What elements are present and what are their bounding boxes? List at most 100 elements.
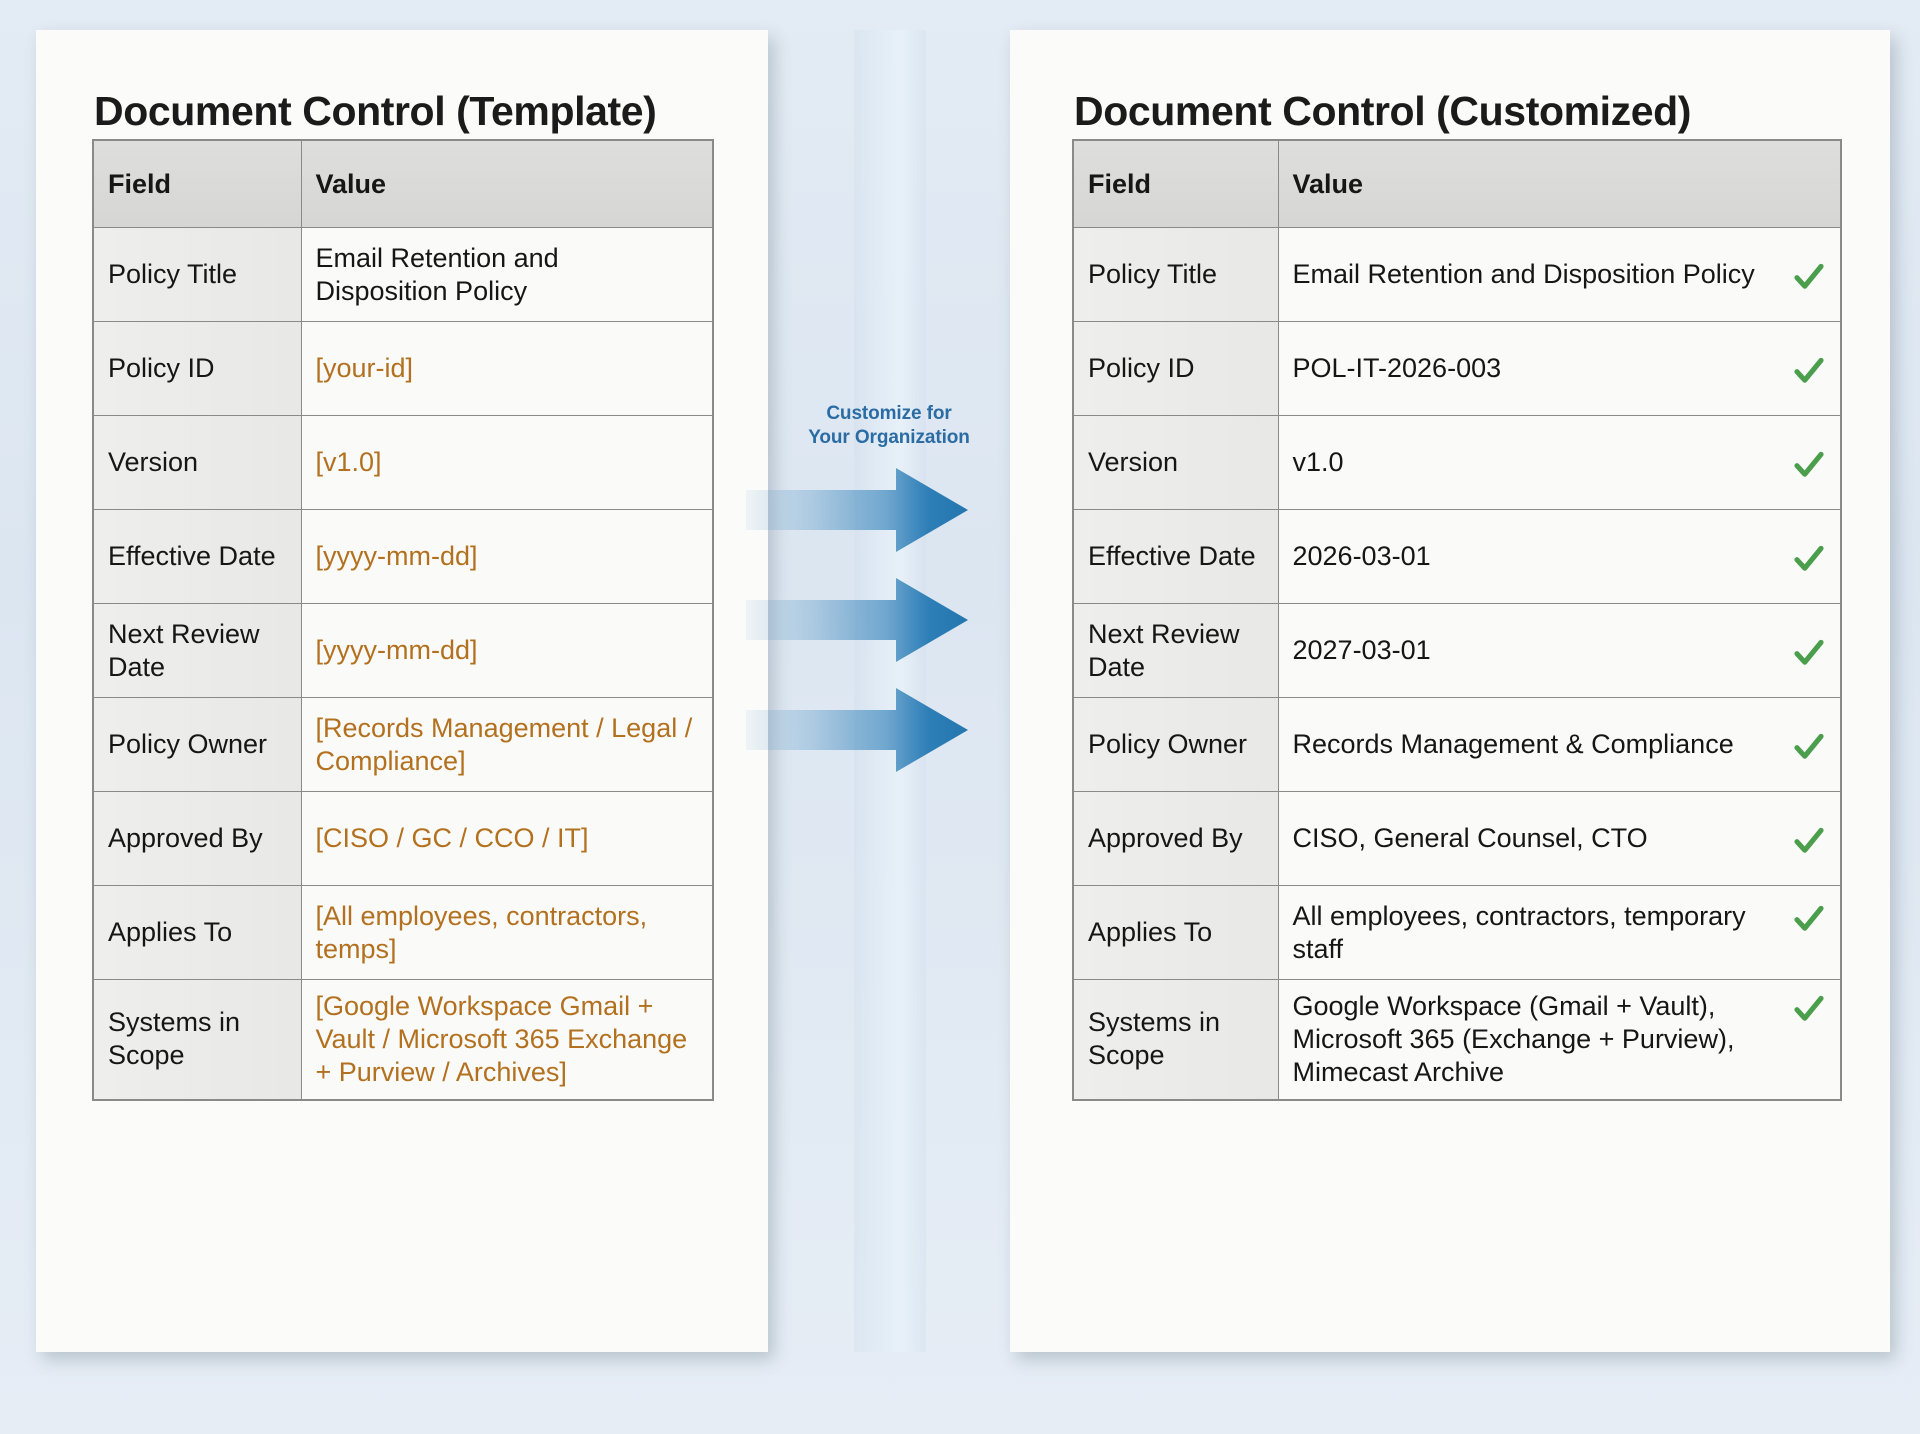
column-header-field: Field (92, 139, 302, 228)
field-cell: Policy ID (1072, 321, 1279, 416)
customized-card-title: Document Control (Customized) (1074, 88, 1692, 134)
check-icon (1792, 542, 1826, 576)
field-cell: Systems in Scope (92, 978, 302, 1101)
value-cell: [your-id] (300, 321, 714, 416)
value-cell: [Records Management / Legal / Compliance… (300, 697, 714, 792)
placeholder-value: [Records Management / Legal / Compliance… (315, 712, 693, 776)
value-wrapper: Records Management & Compliance (1293, 728, 1827, 762)
value-cell: CISO, General Counsel, CTO (1277, 791, 1842, 886)
value-text: CISO, General Counsel, CTO (1292, 822, 1648, 853)
customized-table-body: Policy Title Email Retention and Disposit… (1072, 227, 1842, 1101)
value-wrapper: All employees, contractors, temporary st… (1293, 900, 1827, 966)
value-text: Email Retention and Disposition Policy (315, 242, 559, 306)
value-wrapper: 2026-03-01 (1293, 540, 1827, 574)
field-cell: Applies To (92, 885, 302, 980)
field-cell: Policy Title (1072, 227, 1279, 322)
value-cell: [yyyy-mm-dd] (300, 603, 714, 698)
placeholder-value: [All employees, contractors, temps] (315, 900, 648, 964)
field-cell: Version (92, 415, 302, 510)
column-header-field: Field (1072, 139, 1279, 228)
value-text: Records Management & Compliance (1292, 728, 1734, 759)
check-icon (1792, 730, 1826, 764)
value-cell: POL-IT-2026-003 (1277, 321, 1842, 416)
check-icon (1792, 354, 1826, 388)
value-text: v1.0 (1292, 446, 1344, 477)
value-wrapper: CISO, General Counsel, CTO (1293, 822, 1827, 856)
check-icon (1792, 260, 1826, 294)
value-cell: v1.0 (1277, 415, 1842, 510)
field-cell: Effective Date (92, 509, 302, 604)
check-icon (1792, 902, 1826, 936)
value-cell: 2027-03-01 (1277, 603, 1842, 698)
value-wrapper: POL-IT-2026-003 (1293, 352, 1827, 386)
arrow-right-icon-1 (746, 468, 968, 552)
customized-table: Field Value Policy Title Email Retention … (1072, 139, 1842, 1101)
customized-card: Document Control (Customized) Field Valu… (1010, 30, 1890, 1352)
value-cell: 2026-03-01 (1277, 509, 1842, 604)
placeholder-value: [v1.0] (315, 447, 382, 478)
placeholder-value: [your-id] (315, 353, 414, 384)
table-row: Effective Date [yyyy-mm-dd] (92, 509, 714, 604)
template-card-title: Document Control (Template) (94, 88, 657, 134)
field-cell: Policy ID (92, 321, 302, 416)
column-header-value: Value (1277, 139, 1842, 228)
field-cell: Approved By (92, 791, 302, 886)
table-row: Next Review Date 2027-03-01 (1072, 603, 1842, 698)
table-header-row: Field Value (1072, 139, 1842, 228)
value-cell: All employees, contractors, temporary st… (1277, 885, 1842, 980)
value-cell: Records Management & Compliance (1277, 697, 1842, 792)
value-text: Email Retention and Disposition Policy (1292, 258, 1755, 289)
field-cell: Effective Date (1072, 509, 1279, 604)
field-cell: Systems in Scope (1072, 978, 1279, 1101)
value-cell: [Google Workspace Gmail + Vault / Micros… (300, 978, 714, 1101)
value-cell: [v1.0] (300, 415, 714, 510)
table-header-row: Field Value (92, 139, 714, 228)
table-row: Policy ID POL-IT-2026-003 (1072, 321, 1842, 416)
field-cell: Policy Owner (92, 697, 302, 792)
field-cell: Version (1072, 415, 1279, 510)
connector-label-line-2: Your Organization (808, 427, 970, 449)
field-cell: Next Review Date (1072, 603, 1279, 698)
value-text: 2026-03-01 (1292, 540, 1431, 571)
placeholder-value: [CISO / GC / CCO / IT] (315, 823, 589, 854)
placeholder-value: [yyyy-mm-dd] (315, 635, 478, 666)
placeholder-value: [yyyy-mm-dd] (315, 541, 478, 572)
check-icon (1792, 448, 1826, 482)
connector-label: Customize for Your Organization (768, 402, 1010, 451)
table-row: Approved By [CISO / GC / CCO / IT] (92, 791, 714, 886)
table-row: Policy Owner[Records Management / Legal … (92, 697, 714, 792)
value-cell: [All employees, contractors, temps] (300, 885, 714, 980)
arrow-right-icon-3 (746, 688, 968, 772)
column-header-value: Value (300, 139, 714, 228)
connector-label-line-1: Customize for (826, 403, 952, 424)
customize-connector: Customize for Your Organization (746, 30, 1010, 1352)
check-icon (1792, 992, 1826, 1026)
value-text: POL-IT-2026-003 (1292, 352, 1502, 383)
value-cell: [yyyy-mm-dd] (300, 509, 714, 604)
field-cell: Applies To (1072, 885, 1279, 980)
field-cell: Approved By (1072, 791, 1279, 886)
value-wrapper: Google Workspace (Gmail + Vault), Micros… (1293, 990, 1827, 1089)
table-row: Effective Date 2026-03-01 (1072, 509, 1842, 604)
table-row: Version [v1.0] (92, 415, 714, 510)
connector-gap-band (854, 30, 926, 1352)
check-icon (1792, 636, 1826, 670)
table-row: Next Review Date[yyyy-mm-dd] (92, 603, 714, 698)
value-wrapper: Email Retention and Disposition Policy (1293, 258, 1827, 292)
table-row: Version v1.0 (1072, 415, 1842, 510)
table-row: Policy ID [your-id] (92, 321, 714, 416)
placeholder-value: [Google Workspace Gmail + Vault / Micros… (315, 991, 688, 1087)
value-cell: Google Workspace (Gmail + Vault), Micros… (1277, 978, 1842, 1101)
value-wrapper: 2027-03-01 (1293, 634, 1827, 668)
value-text: All employees, contractors, temporary st… (1292, 900, 1746, 964)
template-card: Document Control (Template) Field Value … (36, 30, 768, 1352)
value-text: 2027-03-01 (1292, 634, 1431, 665)
arrow-right-icon-2 (746, 578, 968, 662)
value-wrapper: v1.0 (1293, 446, 1827, 480)
